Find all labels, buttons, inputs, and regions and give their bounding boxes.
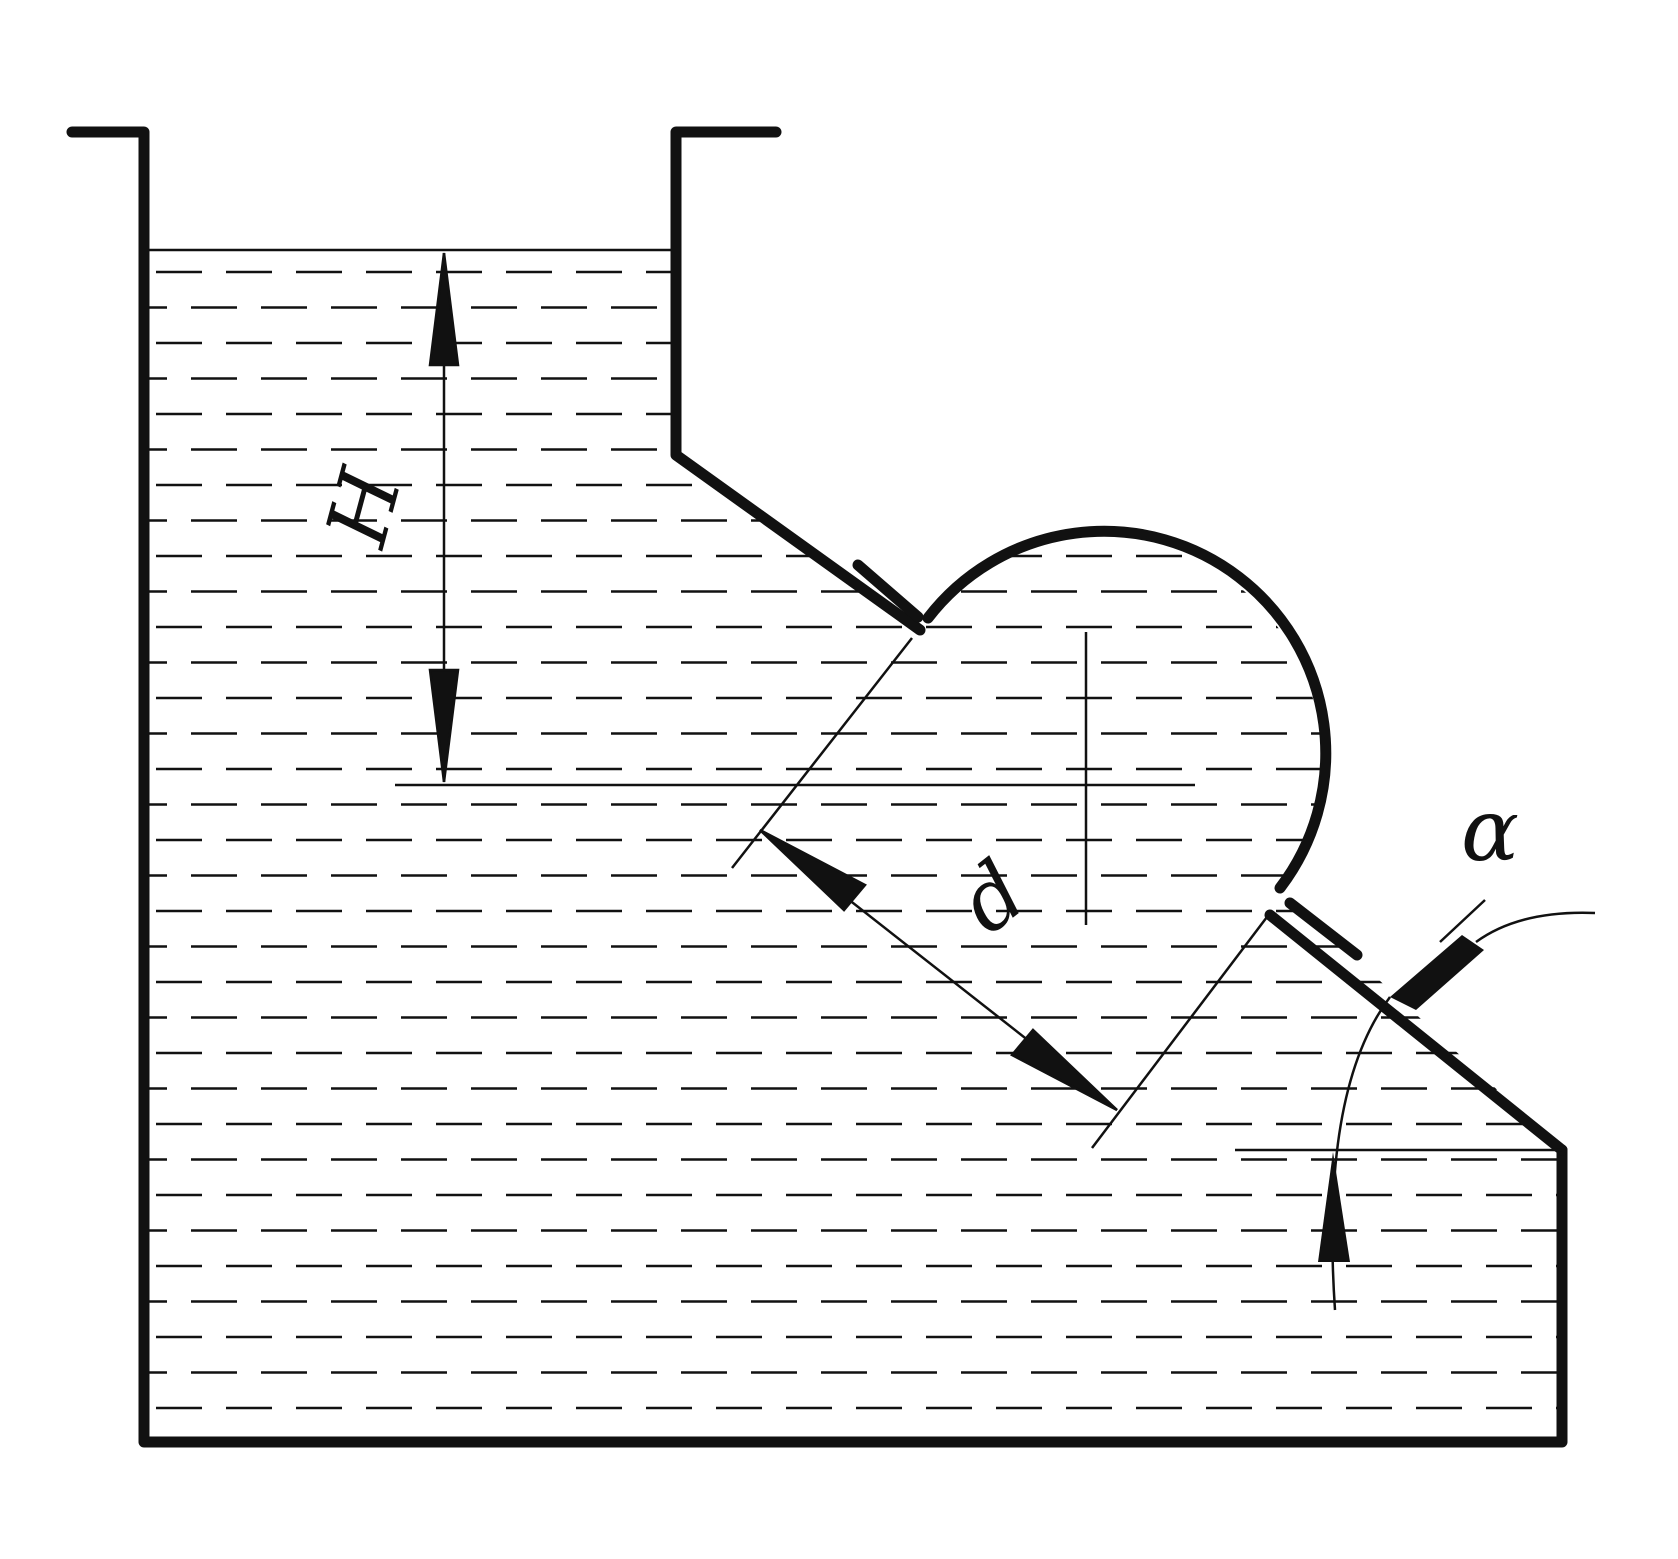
- height-arrow-bottom: [428, 668, 460, 783]
- tank-lower-sloped-wall: [1264, 909, 1568, 1156]
- tank-walls: [66, 126, 1568, 1448]
- extension-line-lower: [1091, 912, 1271, 1149]
- dimension-d: [731, 637, 1271, 1149]
- height-label: H: [307, 458, 422, 558]
- extension-line-upper: [731, 637, 913, 869]
- angle-arrow-lower: [1318, 1152, 1350, 1262]
- angle-leader-curve: [1475, 911, 1596, 944]
- lower-flange: [1284, 897, 1363, 961]
- angle-arc: [1331, 996, 1391, 1311]
- upper-flange: [852, 559, 924, 623]
- dimension-alpha: [1235, 899, 1596, 1311]
- lid-flanges: [852, 559, 1363, 961]
- tank-upper-right-wall: [670, 126, 926, 636]
- diameter-arrow-upper: [759, 828, 867, 912]
- angle-arrow-upper: [1390, 935, 1484, 1010]
- water-hatching: [144, 270, 1562, 1410]
- hemispherical-lid: [922, 525, 1332, 894]
- diameter-arrow-lower: [1010, 1028, 1118, 1112]
- height-arrow-top: [428, 252, 460, 367]
- angle-leader-tail: [1439, 899, 1486, 943]
- diameter-label: d: [941, 842, 1044, 952]
- dimension-H: [395, 252, 1195, 787]
- angle-label: α: [1461, 781, 1519, 881]
- tank-left-wall-with-rim: [66, 126, 1568, 1448]
